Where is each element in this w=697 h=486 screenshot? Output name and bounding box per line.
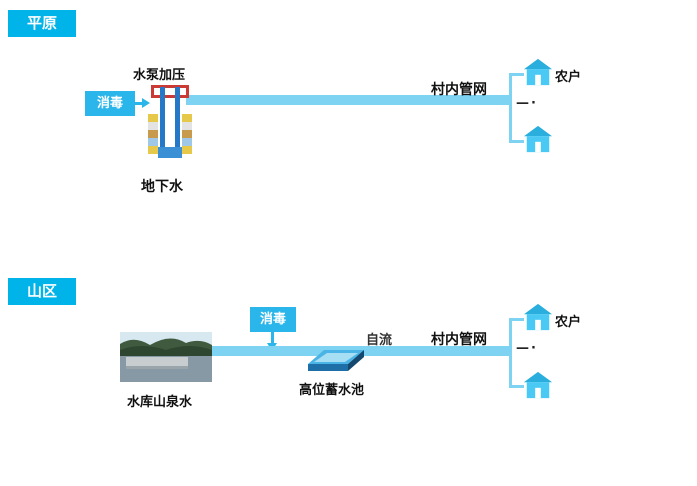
groundwater-well-icon [148,85,192,158]
section-tag-mountain: 山区 [8,278,76,305]
house-icon [523,125,553,153]
household-label-plain: 农户 [555,70,582,85]
household-label-mountain: 农户 [555,315,582,330]
branch-vertical-plain [509,73,512,143]
branch-stub-bottom-plain [509,140,524,143]
more-households-mark-mountain: —· [516,341,538,356]
pump-label: 水泵加压 [133,68,186,83]
disinfect-box-mountain: 消毒 [250,307,296,332]
section-tag-plain: 平原 [8,10,76,37]
branch-stub-bottom-mountain [509,385,524,388]
branch-stub-top-mountain [509,318,524,321]
house-icon [523,58,553,86]
branch-stub-top-plain [509,73,524,76]
house-icon [523,371,553,399]
gravity-label: 自流 [366,333,393,348]
branch-vertical-mountain [509,318,512,388]
network-label-plain: 村内管网 [431,82,487,98]
reservoir-photo [120,332,212,382]
arrow-right-line [135,102,143,105]
source-label-mountain: 水库山泉水 [127,395,193,410]
elevated-tank-icon [308,350,364,371]
network-label-mountain: 村内管网 [431,332,487,348]
house-icon [523,303,553,331]
more-households-mark-plain: —· [516,96,538,111]
disinfect-box-plain: 消毒 [85,91,135,116]
pipe-plain [186,95,512,105]
arrow-down-line [271,332,274,343]
arrow-right-icon [142,98,150,108]
tank-label: 高位蓄水池 [299,383,365,398]
source-label-plain: 地下水 [141,179,183,195]
